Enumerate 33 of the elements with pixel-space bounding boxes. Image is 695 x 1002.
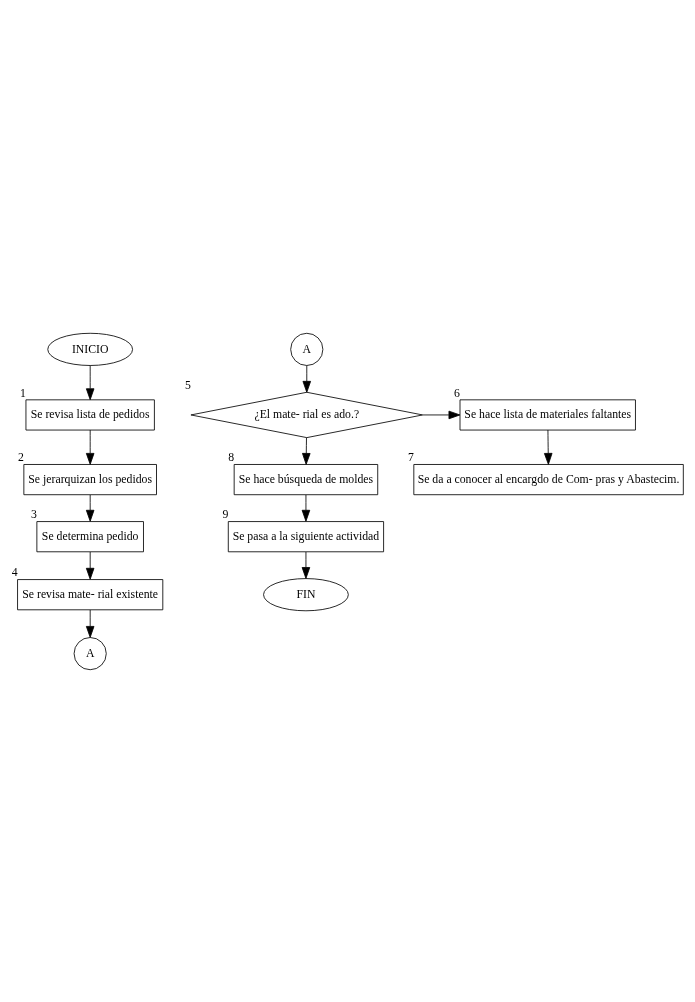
node-box: Se revisa lista de pedidos [25, 398, 155, 430]
arrow [302, 436, 311, 465]
node-box: Se pasa a la siguiente actividad [227, 520, 385, 552]
node-label: 3 [30, 507, 37, 521]
node-circle: A [73, 636, 107, 670]
node-box: Se jerarquizan los pedidos [23, 463, 157, 495]
arrow [422, 410, 461, 419]
node-label: 5 [185, 378, 191, 392]
arrow [85, 551, 95, 580]
node-label: 1 [20, 386, 26, 400]
node-label: 8 [228, 450, 235, 464]
node-box: Se hace lista de materiales faltantes [459, 398, 636, 430]
node-circle: A [290, 332, 324, 366]
node-label: 2 [17, 450, 24, 464]
node-label: 9 [222, 507, 229, 521]
arrow [544, 429, 553, 465]
arrow [85, 609, 95, 638]
node-box: Se revisa mate- rial existente [17, 578, 164, 610]
node-diamond: ¿El mate- rial es ado.? [190, 391, 424, 438]
node-ellipse: FIN [263, 577, 349, 611]
arrow [85, 494, 95, 522]
arrow [85, 429, 95, 465]
node-label: 7 [407, 450, 414, 464]
node-box: Se determina pedido [36, 520, 144, 552]
arrow [85, 364, 95, 400]
arrow [301, 551, 311, 579]
node-ellipse: INICIO [47, 332, 133, 366]
node-box: Se hace búsqueda de moldes [233, 463, 379, 495]
node-box: Se da a conocer al encargdo de Com- pras y Abastecim. [413, 463, 684, 495]
node-label: 6 [454, 386, 460, 400]
arrow [301, 494, 311, 522]
arrow [302, 364, 312, 393]
node-label: 4 [11, 565, 18, 579]
